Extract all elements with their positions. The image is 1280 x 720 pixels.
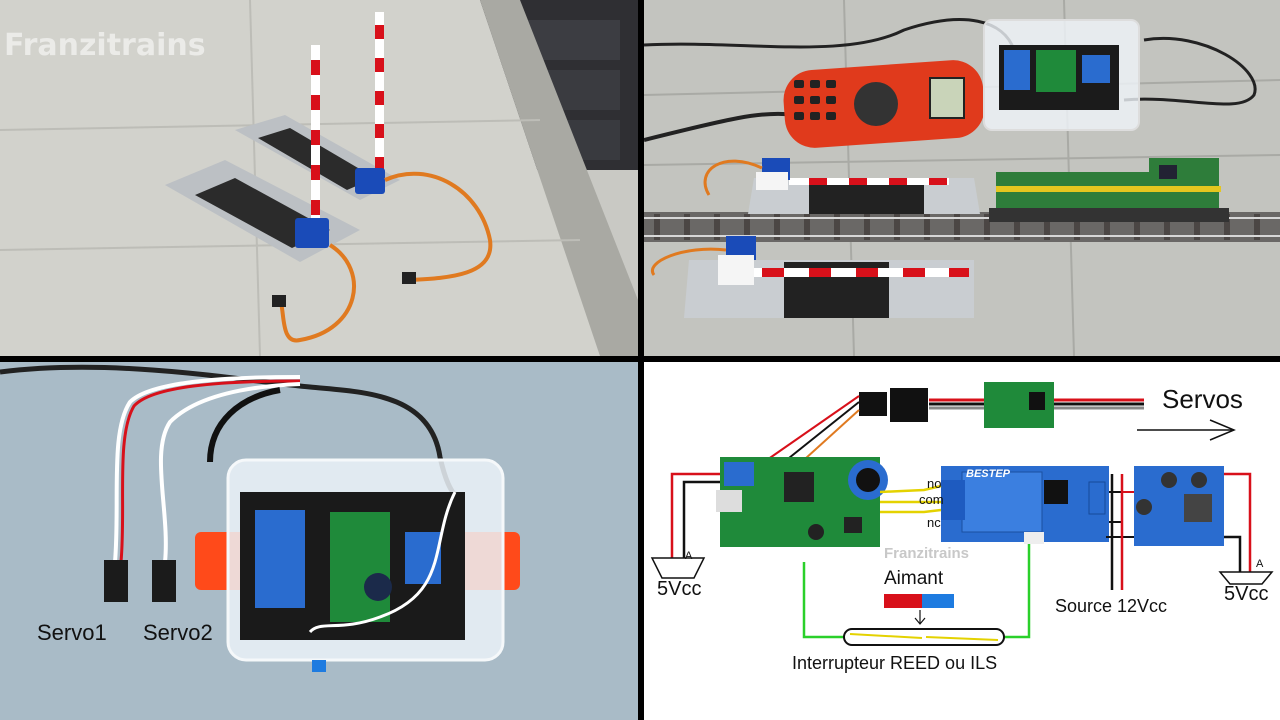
servo2-connector [152,560,176,602]
decoder-board-diagram [716,457,888,547]
right-supply-label: 5Vcc [1224,583,1269,605]
ammeter-right-label: A [1256,558,1264,570]
diesel-locomotive [989,158,1229,222]
relay-module-diagram [941,466,1109,544]
left-supply-label: 5Vcc [657,578,702,600]
barrier-pole-left [311,45,320,235]
servo2-label: Servo2 [143,620,213,645]
relay-no-label: no [927,476,942,491]
barrier-pole-right [375,12,384,182]
relay-nc-label: nc [927,515,941,530]
servo-cable [859,382,1144,428]
decoder-board [330,512,390,622]
buck-converter-diagram [1134,466,1224,546]
relay-module [255,510,305,608]
servos-label: Servos [1162,384,1243,414]
photo-bl-illustration [0,362,638,720]
servo-motor-icon [295,218,329,248]
source-12v-label: Source 12Vcc [1055,596,1168,616]
relay-com-label: com [919,492,944,507]
photo-tl-illustration [0,0,638,356]
photo-layout-with-locomotive [644,0,1280,356]
ammeter-left-label: A [685,550,693,562]
magnet-icon [884,594,922,608]
reed-switch-label: Interrupteur REED ou ILS [792,653,998,673]
watermark-text: Franzitrains [4,28,206,63]
photo-tr-illustration [644,0,1280,356]
dcc-controller-handset [783,60,985,148]
barrier-arm-front [744,268,969,277]
barrier-arm-back [789,178,949,185]
diagram-watermark: Franzitrains [884,545,970,562]
magnet-label: Aimant [884,568,944,589]
photo-control-box: Servo1 Servo2 [0,362,638,720]
relay-brand-label: BESTEP [966,468,1011,480]
photo-level-crossing-models: Franzitrains [0,0,638,356]
servo1-connector [104,560,128,602]
wiring-diagram-svg [650,382,1274,646]
wiring-diagram: Servos no com nc BESTEP Franzitrains Aim… [644,362,1280,720]
servo1-label: Servo1 [37,620,107,645]
reed-switch-icon [843,628,1005,646]
